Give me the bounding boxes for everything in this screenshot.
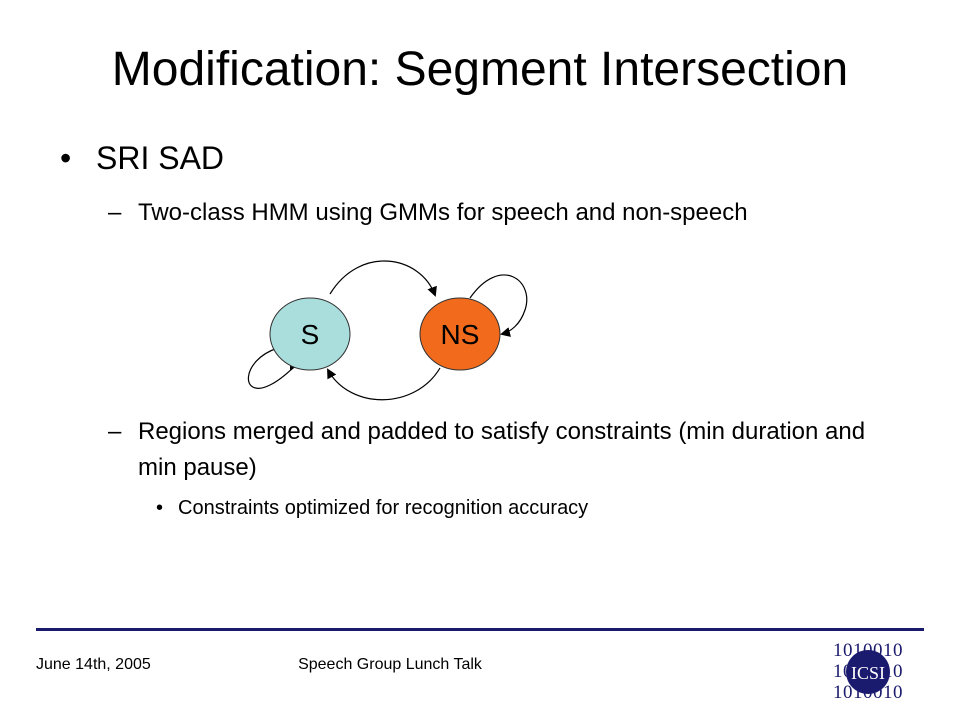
footer-divider bbox=[36, 628, 924, 631]
slide-title: Modification: Segment Intersection bbox=[111, 43, 849, 96]
bullet-text: SRI SAD bbox=[96, 140, 225, 176]
footer-talk-title: Speech Group Lunch Talk bbox=[298, 656, 482, 673]
sub-bullet-dash: – bbox=[108, 418, 122, 445]
icsi-logo: 1010010 1010010 1010010 ICSI bbox=[833, 640, 903, 703]
transition-ns-to-s-arrow bbox=[327, 367, 441, 401]
bullet-dot: • bbox=[156, 497, 164, 519]
state-s: S bbox=[269, 297, 351, 371]
sub-sub-bullet-text: Constraints optimized for recognition ac… bbox=[178, 497, 589, 519]
state-ns-circle bbox=[419, 297, 501, 371]
hmm-state-diagram: S NS bbox=[247, 260, 528, 401]
self-loop-ns-arrow bbox=[469, 274, 528, 337]
sub-bullet-text: Regions merged and padded to satisfy con… bbox=[138, 418, 866, 481]
sub-bullet-text: Two-class HMM using GMMs for speech and … bbox=[138, 199, 748, 226]
logo-circle bbox=[846, 650, 890, 694]
self-loop-s-arrow bbox=[247, 347, 300, 389]
footer-date: June 14th, 2005 bbox=[36, 656, 151, 673]
transition-s-to-ns-arrow bbox=[329, 260, 437, 297]
state-ns-label: NS bbox=[441, 319, 480, 350]
state-s-circle bbox=[269, 297, 351, 371]
sub-bullet-dash: – bbox=[108, 199, 122, 226]
state-s-label: S bbox=[301, 319, 320, 350]
bullet-dot: • bbox=[60, 140, 72, 176]
logo-label: ICSI bbox=[851, 663, 885, 683]
state-ns: NS bbox=[419, 297, 501, 371]
